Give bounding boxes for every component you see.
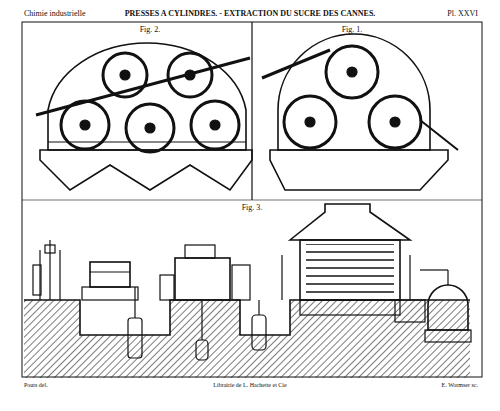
plate-number: Pl. XXVI: [447, 10, 478, 18]
draughtsman-credit: Pouts del.: [24, 382, 48, 388]
figure-label: Fig. 3.: [242, 204, 263, 212]
plate-title: PRESSES A CYLINDRES. - EXTRACTION DU SUC…: [125, 10, 376, 18]
figure-label: Fig. 2.: [140, 26, 161, 34]
series-name: Chimie industrielle: [24, 10, 86, 18]
five-roller-press: [36, 43, 252, 190]
sugar-works-section: [24, 204, 471, 378]
figure-label: Fig. 1.: [342, 26, 363, 34]
engraver-credit: E. Wormser sc.: [442, 382, 478, 388]
three-roller-press: [262, 34, 458, 190]
publisher-credit: Librairie de L. Hachette et Cie: [213, 382, 286, 388]
